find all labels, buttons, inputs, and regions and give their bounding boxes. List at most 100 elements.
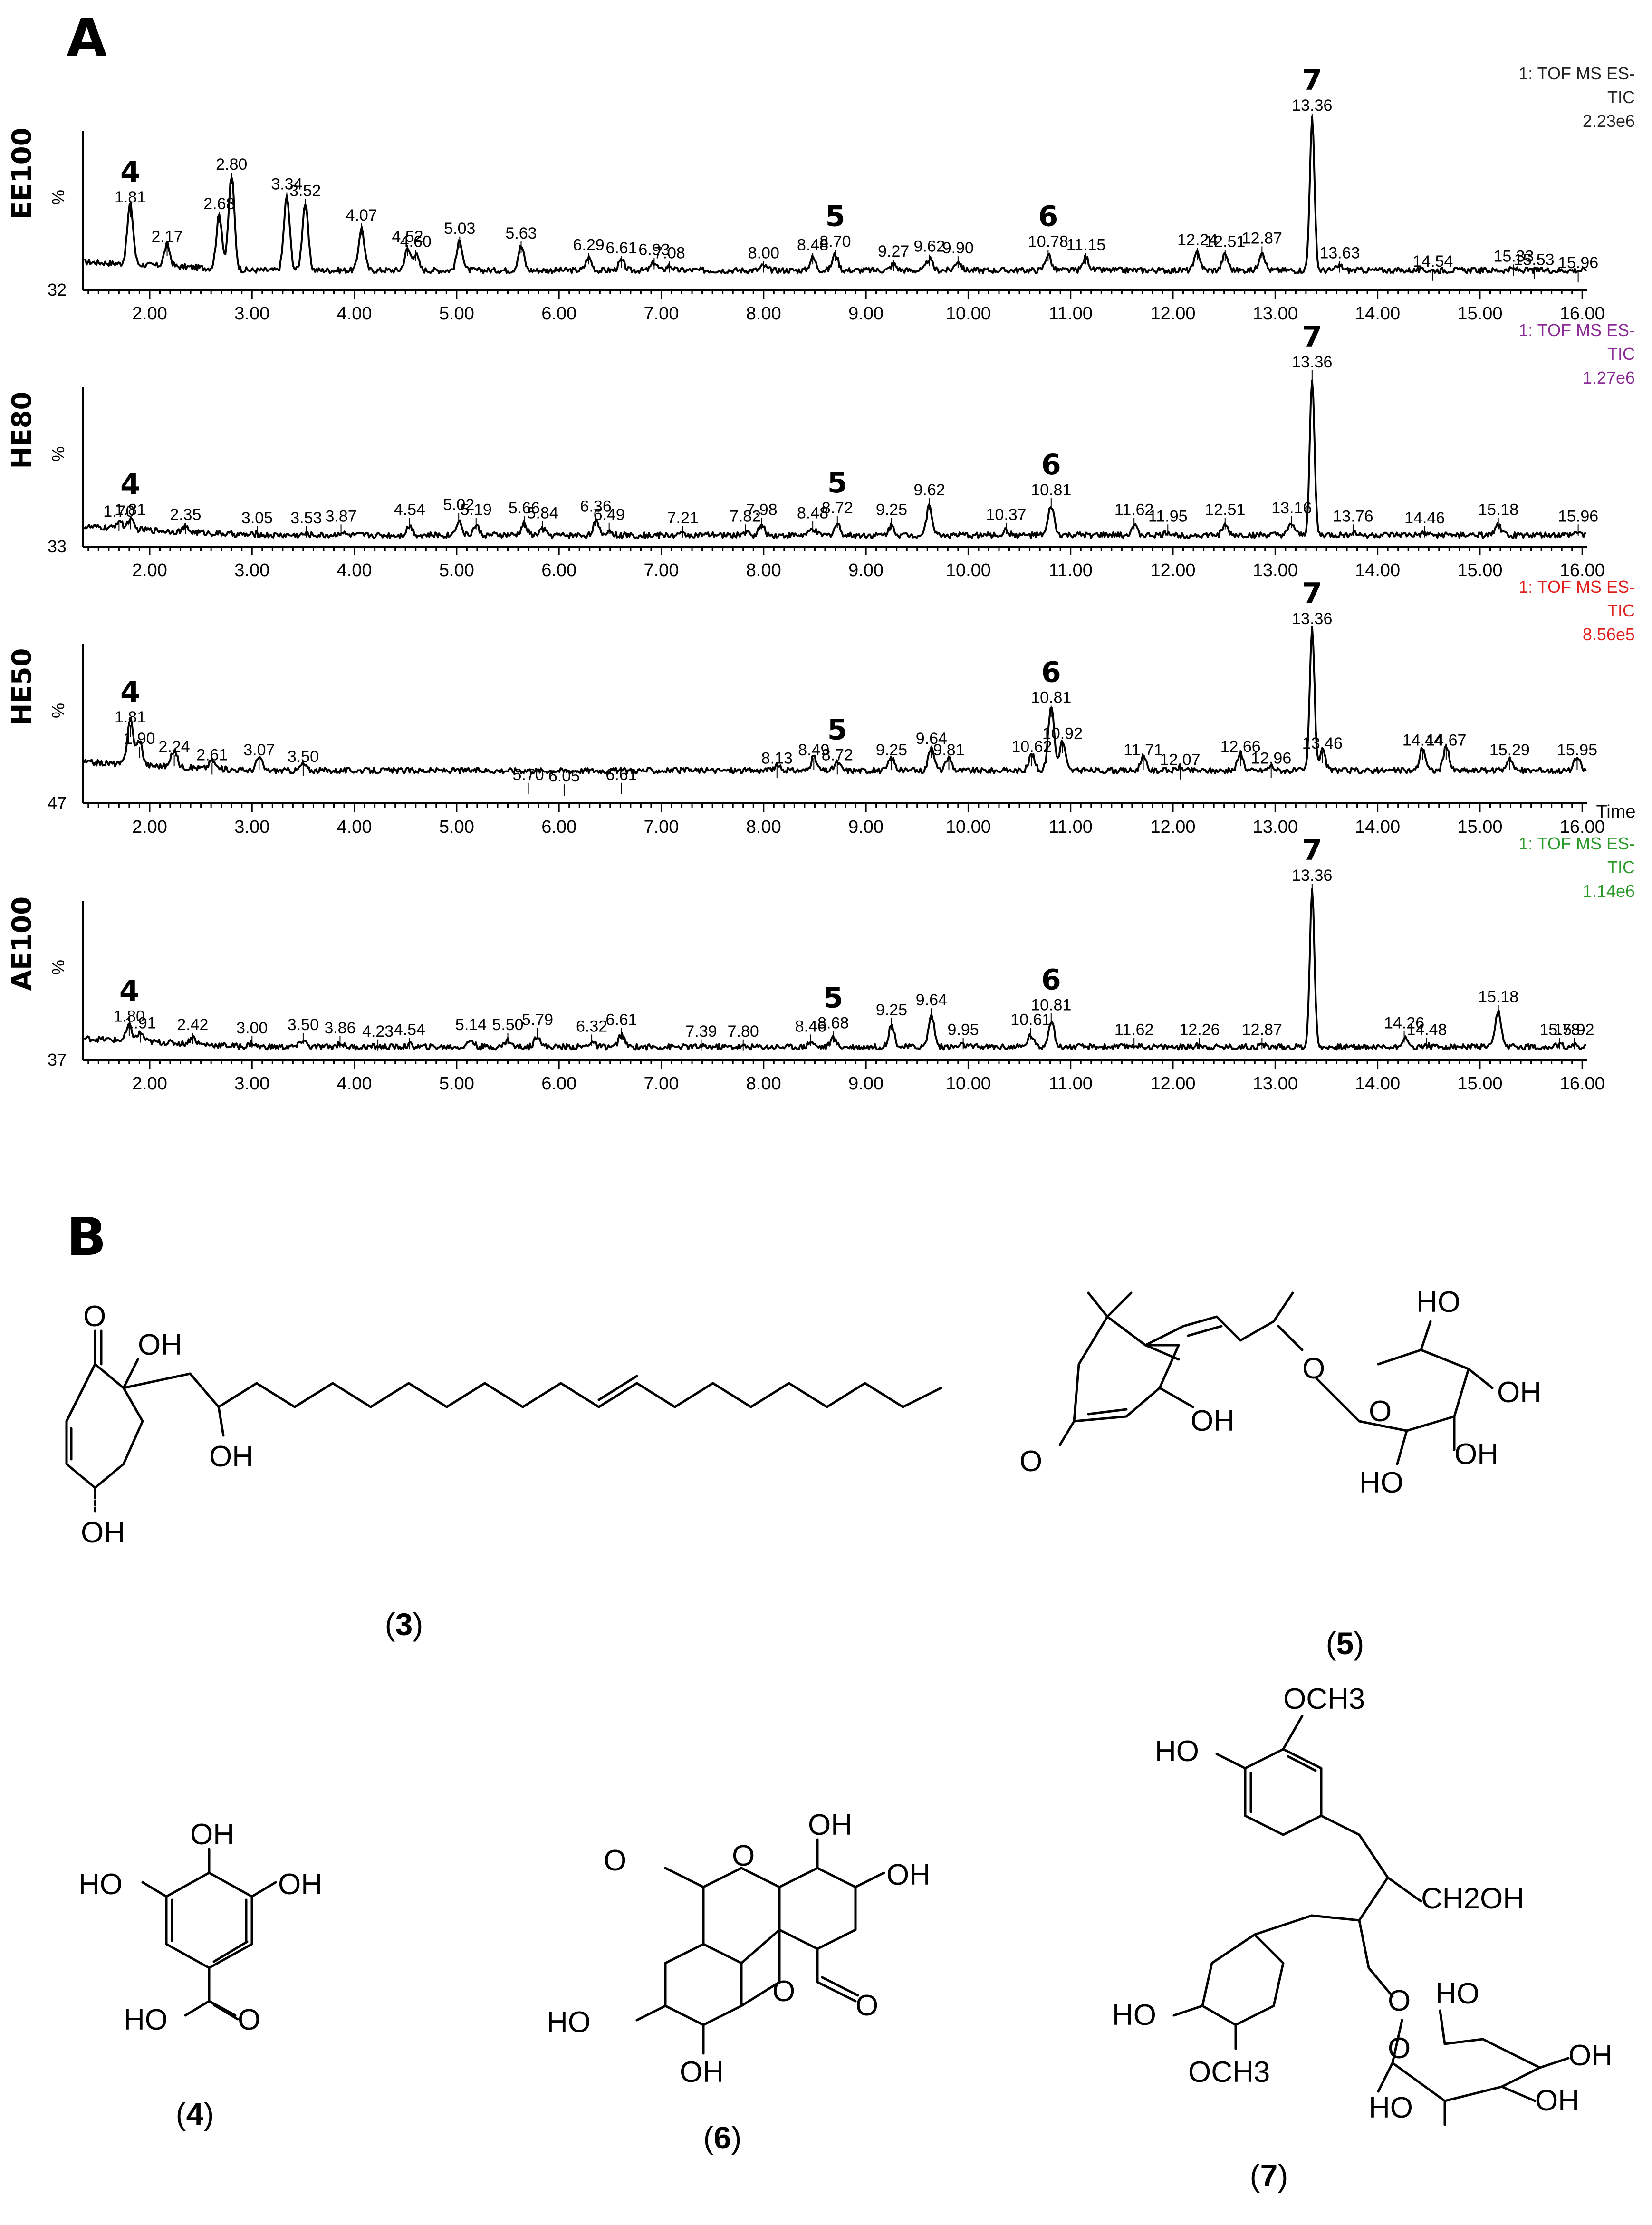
- peak-label: 8.68: [817, 1014, 849, 1032]
- x-tick-label: 4.00: [337, 304, 372, 324]
- structure-3-atom: OH: [209, 1440, 253, 1473]
- peak-label: 5.02: [443, 496, 474, 514]
- structure-7-atom: HO: [1112, 1999, 1156, 2032]
- structure-4-atom: O: [238, 2003, 260, 2036]
- structure-5-atom: O: [1019, 1445, 1042, 1478]
- chromatogram-stack: 2.00 3.00 4.00 5.00 6.00 7.00 8.00 9.00 10.00 11.…: [7, 64, 1636, 1094]
- x-tick-label: 5.00: [439, 304, 474, 324]
- x-tick-label: 9.00: [848, 817, 884, 837]
- peak-label: 15.95: [1557, 741, 1597, 759]
- detector-info-line: 1.27e6: [1583, 368, 1635, 387]
- peak-label: 12.51: [1205, 501, 1245, 519]
- compound-number: 6: [1041, 963, 1061, 997]
- peak-label: 2.80: [216, 155, 247, 173]
- peak-label: 9.90: [942, 239, 974, 257]
- peak-label: 8.72: [822, 746, 853, 764]
- structure-6-number: 6: [714, 2120, 731, 2155]
- structure-7-atom: HO: [1435, 1977, 1479, 2010]
- peak-label: 12.51: [1205, 232, 1245, 250]
- x-tick-label: 3.00: [234, 560, 269, 580]
- structure-5-atom: O: [1302, 1352, 1325, 1385]
- detector-info-line: 8.56e5: [1583, 625, 1635, 644]
- structure-4: OH HO OH HO O (4): [78, 1818, 322, 2131]
- tic-trace: [84, 888, 1587, 1051]
- x-tick-label: 10.00: [946, 817, 991, 837]
- peak-label: 3.87: [325, 507, 356, 525]
- compound-number: 6: [1041, 656, 1061, 689]
- structure-3: O OH OH OH (3): [65, 1300, 942, 1642]
- peak-label: 1.90: [124, 730, 155, 748]
- detector-info-line: TIC: [1607, 601, 1635, 620]
- peak-label: 12.07: [1160, 751, 1201, 769]
- peak-label: 11.15: [1066, 236, 1106, 254]
- structure-5-number: 5: [1336, 1626, 1354, 1661]
- peak-label: 14.44: [1402, 731, 1443, 749]
- structure-5-atom: OH: [1497, 1376, 1541, 1409]
- x-tick-label: 13.00: [1253, 560, 1298, 580]
- structure-7-atom: OCH3: [1188, 2056, 1270, 2089]
- x-tick-label: 6.00: [541, 817, 576, 837]
- peak-label: 7.80: [728, 1022, 759, 1040]
- compound-number: 7: [1302, 64, 1322, 97]
- peak-label: 12.26: [1179, 1021, 1220, 1039]
- structure-5-atom: O: [1369, 1395, 1392, 1428]
- structure-7-atom: O: [1388, 2032, 1411, 2065]
- x-tick-label: 16.00: [1560, 304, 1605, 324]
- structure-6-atom: OH: [886, 1859, 931, 1891]
- peak-label: 1.81: [115, 501, 146, 519]
- peak-label: 5.19: [461, 501, 492, 519]
- x-tick-label: 11.00: [1049, 304, 1093, 324]
- sample-label: HE80: [7, 391, 38, 469]
- x-tick-label: 13.00: [1253, 304, 1298, 324]
- peak-label: 5.63: [505, 224, 537, 242]
- y-axis-min: 47: [48, 793, 67, 813]
- x-tick-label: 9.00: [848, 560, 884, 580]
- peak-label: 3.86: [324, 1019, 355, 1037]
- x-tick-label: 5.00: [439, 560, 474, 580]
- x-tick-label: 12.00: [1150, 817, 1195, 837]
- peak-label: 5.70: [512, 766, 544, 784]
- peak-label: 9.64: [916, 730, 947, 748]
- structure-6-atom: OH: [680, 2056, 724, 2089]
- compound-number: 7: [1302, 834, 1322, 867]
- peak-label: 14.26: [1384, 1014, 1424, 1032]
- peak-label: 9.64: [916, 991, 947, 1009]
- peak-label: 8.48: [797, 236, 828, 254]
- peak-label: 11.62: [1114, 501, 1154, 519]
- structure-6-atom: O: [855, 1989, 878, 2022]
- peak-label: 6.49: [594, 506, 625, 524]
- x-tick-label: 4.00: [337, 1074, 372, 1094]
- peak-label: 13.36: [1292, 353, 1332, 371]
- peak-label: 8.00: [748, 244, 779, 262]
- y-axis-label: %: [48, 960, 68, 975]
- x-tick-label: 9.00: [848, 304, 884, 324]
- peak-label: 13.36: [1292, 96, 1332, 115]
- x-tick-label: 12.00: [1150, 1074, 1195, 1094]
- peak-label: 7.82: [730, 507, 761, 525]
- peak-label: 2.24: [159, 738, 190, 756]
- peak-label: 3.50: [288, 748, 319, 766]
- peak-label: 1.91: [125, 1014, 156, 1032]
- x-tick-label: 2.00: [132, 304, 167, 324]
- peak-label: 9.25: [876, 1001, 907, 1019]
- structure-4-label: (4): [176, 2096, 214, 2131]
- x-tick-label: 10.00: [946, 1074, 991, 1094]
- x-tick-label: 5.00: [439, 1074, 474, 1094]
- structure-6-bonds: [635, 1838, 885, 2055]
- sample-label: AE100: [7, 896, 38, 991]
- peak-label: 7.08: [654, 244, 685, 262]
- peak-label: 5.50: [492, 1016, 523, 1034]
- structure-7-atom: OCH3: [1283, 1683, 1365, 1715]
- x-tick-label: 5.00: [439, 817, 474, 837]
- structure-4-atom: HO: [78, 1868, 123, 1901]
- peak-label: 6.61: [605, 239, 637, 257]
- x-tick-label: 10.00: [946, 560, 991, 580]
- x-tick-label: 7.00: [644, 304, 679, 324]
- peak-label: 14.48: [1406, 1021, 1447, 1039]
- structure-3-bonds: [65, 1329, 942, 1513]
- peak-label: 6.93: [638, 241, 670, 259]
- compound-number: 4: [119, 975, 139, 1008]
- x-tick-label: 15.00: [1457, 1074, 1502, 1094]
- peak-label: 3.05: [241, 509, 273, 527]
- structure-7-atom: HO: [1369, 2091, 1413, 2124]
